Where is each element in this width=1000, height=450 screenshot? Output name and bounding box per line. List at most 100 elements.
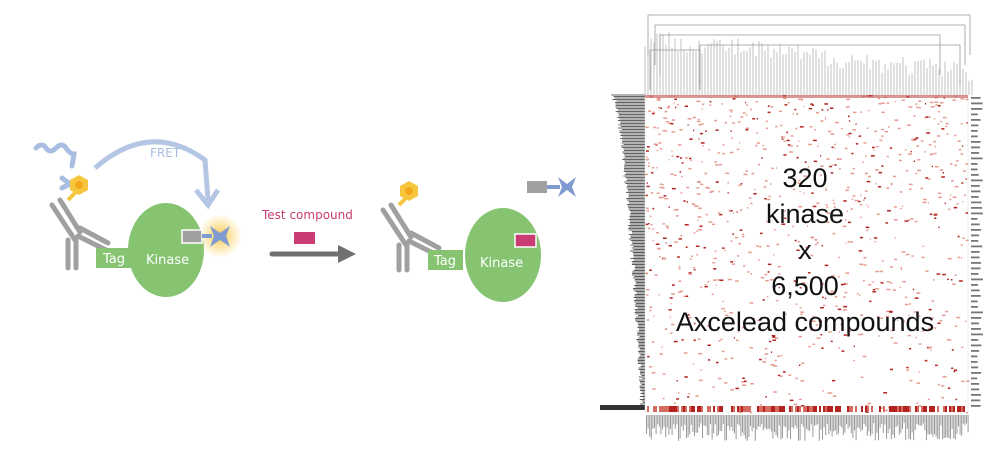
column-label-mark: [924, 415, 926, 431]
heatmap-cell: [848, 136, 850, 138]
column-label-mark: [958, 415, 959, 427]
heatmap-cell: [647, 165, 650, 167]
heatmap-cell: [942, 273, 946, 276]
heatmap-cell: [845, 242, 847, 244]
heatmap-cell: [665, 242, 668, 244]
heatmap-cell: [736, 148, 740, 151]
heatmap-cell: [687, 124, 689, 126]
heatmap-cell: [921, 406, 923, 412]
heatmap-cell: [912, 288, 915, 291]
heatmap-cell: [671, 323, 675, 326]
column-label-mark: [801, 415, 803, 424]
heatmap-cell: [777, 406, 779, 412]
heatmap-cell: [681, 406, 683, 412]
heatmap-cell: [959, 280, 963, 282]
heatmap-cell: [778, 273, 781, 275]
heatmap-cell: [811, 104, 814, 106]
column-label-mark: [823, 415, 825, 428]
heatmap-cell: [913, 115, 916, 117]
column-label-mark: [865, 415, 867, 427]
heatmap-cell: [937, 135, 941, 137]
heatmap-cell: [711, 223, 716, 226]
tag-label-after: Tag: [433, 254, 456, 269]
row-label-mark: [971, 113, 978, 116]
heatmap-cell: [674, 98, 677, 100]
heatmap-cell: [806, 225, 809, 227]
column-label-mark: [769, 415, 771, 429]
heatmap-cell: [883, 392, 888, 394]
heatmap-cell: [894, 258, 898, 261]
heatmap-cell: [782, 285, 784, 287]
heatmap-cell: [719, 213, 723, 216]
column-label-mark: [815, 415, 817, 426]
heatmap-cell: [830, 133, 835, 135]
column-label-mark: [681, 415, 683, 427]
heatmap-cell: [827, 277, 831, 279]
heatmap-cell: [793, 403, 798, 406]
heatmap-cell: [666, 227, 669, 229]
column-label-mark: [894, 415, 895, 439]
heatmap-cell: [907, 334, 911, 337]
heatmap-cell: [654, 274, 658, 276]
heatmap-cell: [684, 224, 689, 226]
heatmap-cell: [811, 192, 814, 194]
column-label-mark: [670, 415, 671, 430]
heatmap-cell: [886, 187, 890, 189]
heatmap-cell: [696, 100, 701, 103]
column-label-mark: [858, 415, 860, 429]
heatmap-cell: [807, 406, 809, 412]
heatmap-cell: [924, 151, 926, 153]
heatmap-cell: [800, 98, 802, 100]
heatmap-cell: [747, 271, 750, 273]
row-label-mark: [971, 201, 982, 204]
heatmap-cell: [710, 190, 714, 193]
heatmap-cell: [701, 108, 703, 110]
overlay-compound-count: 6,500: [771, 271, 839, 301]
heatmap-cell: [671, 119, 676, 121]
heatmap-cell: [847, 221, 851, 224]
overlay-compound-word: Axcelead compounds: [675, 307, 935, 337]
column-label-mark: [649, 415, 651, 437]
heatmap-cell: [954, 134, 957, 137]
heatmap-cell: [808, 143, 813, 146]
heatmap-cell: [816, 337, 821, 339]
heatmap-cell: [645, 223, 648, 226]
heatmap-cell: [808, 107, 812, 110]
heatmap-cell: [704, 172, 708, 175]
heatmap-cell: [776, 243, 780, 246]
heatmap-cell: [915, 336, 917, 339]
heatmap-cell: [846, 134, 850, 136]
heatmap-cell: [652, 240, 654, 242]
heatmap-cell: [885, 315, 889, 318]
column-label-mark: [711, 415, 713, 440]
heatmap-cell: [813, 406, 815, 412]
column-label-mark: [666, 415, 668, 428]
column-label-mark: [886, 415, 887, 439]
heatmap-cell: [778, 110, 783, 113]
heatmap-cell: [904, 149, 907, 151]
heatmap-cell: [659, 186, 662, 189]
column-label-mark: [804, 415, 806, 441]
heatmap-cell: [721, 103, 723, 105]
column-label-mark: [908, 415, 910, 440]
fret-arrow: [93, 139, 211, 201]
column-label-mark: [892, 415, 894, 435]
heatmap-cell: [667, 406, 669, 412]
heatmap-cell: [686, 186, 690, 189]
heatmap-cell: [957, 235, 960, 238]
heatmap-cell: [900, 267, 903, 269]
heatmap-cell: [700, 369, 702, 371]
heatmap-cell: [697, 216, 702, 218]
heatmap-cell: [767, 245, 770, 247]
heatmap-cell: [721, 406, 723, 412]
column-label-mark: [895, 415, 897, 427]
heatmap-cell: [666, 121, 669, 123]
column-label-mark: [954, 415, 956, 440]
tag-box: [96, 248, 133, 268]
heatmap-cell: [925, 177, 929, 179]
heatmap-cell: [888, 126, 890, 128]
heatmap-cell: [780, 124, 783, 127]
heatmap-cell: [740, 209, 743, 211]
heatmap-cell: [695, 245, 700, 247]
heatmap-cell: [850, 208, 853, 210]
